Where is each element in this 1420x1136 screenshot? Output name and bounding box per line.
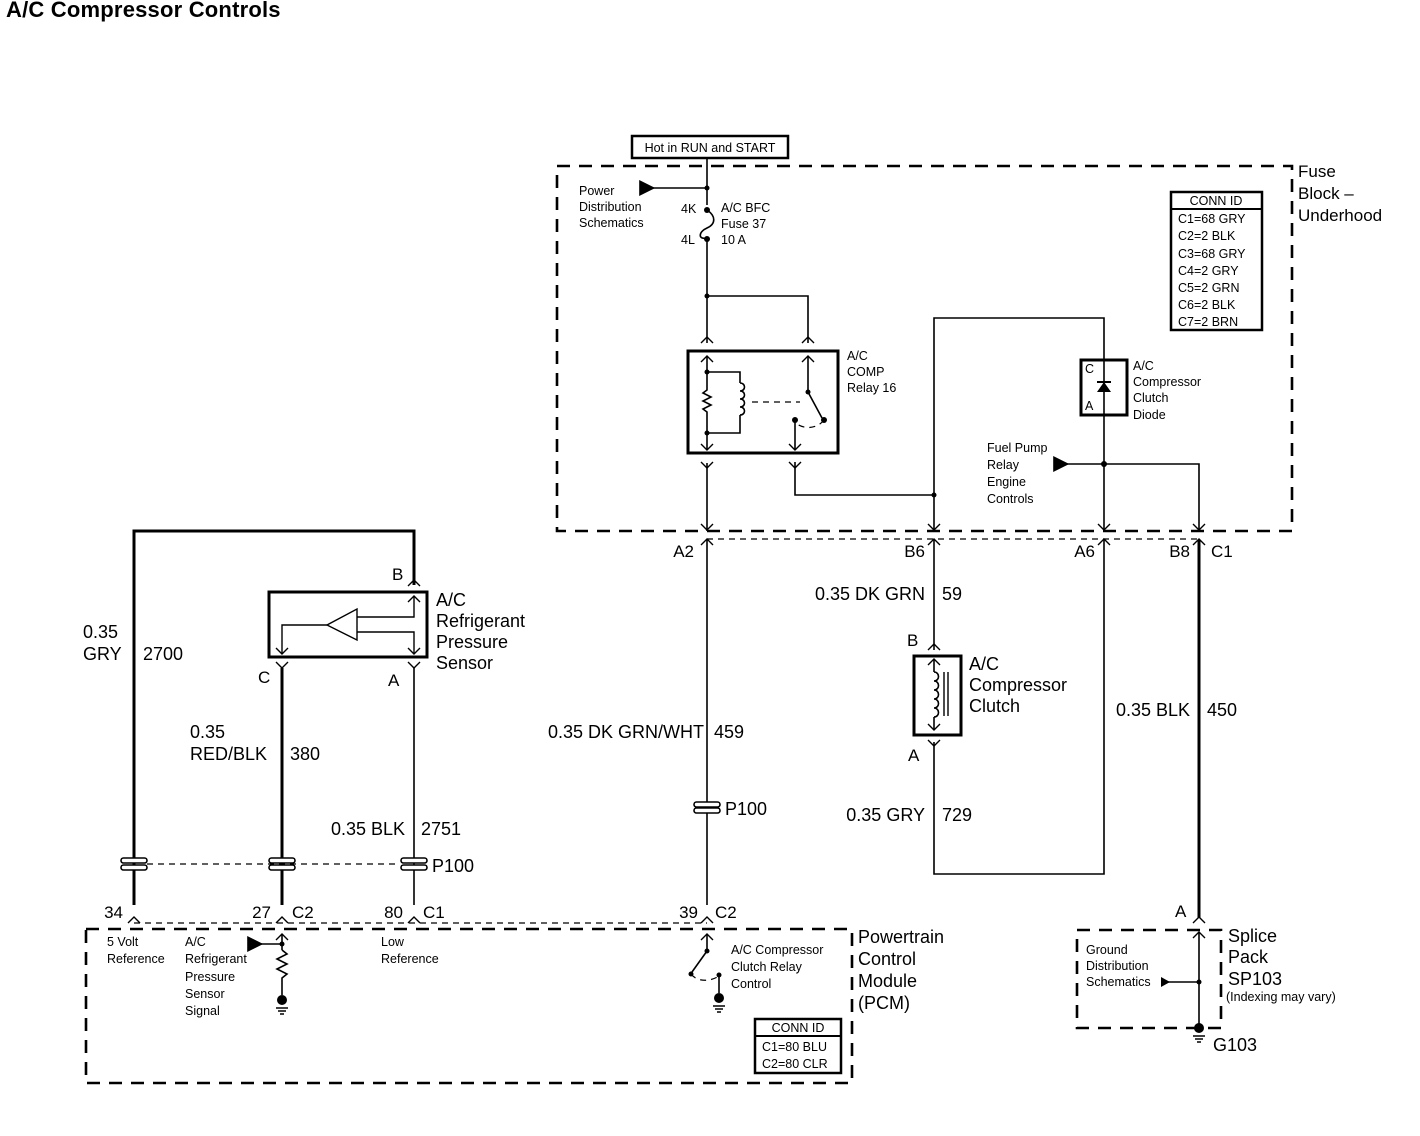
svg-text:A/C Compressor: A/C Compressor Clutch Diode <box>1133 359 1205 422</box>
ac-refrigerant-pressure-sensor: B C A A/C Refrigerant Pressure Sensor <box>258 565 530 690</box>
svg-text:4K: 4K <box>681 202 697 216</box>
ground-distribution-label[interactable]: Ground Distribution Schematics <box>1086 943 1152 989</box>
svg-text:729: 729 <box>942 805 972 825</box>
wire-380: 0.35 RED/BLK 380 <box>190 668 320 905</box>
svg-text:C5=2 GRN: C5=2 GRN <box>1178 281 1239 295</box>
fuse-block-name: Fuse Block – Underhood <box>1298 162 1382 225</box>
svg-text:0.35 DK GRN: 0.35 DK GRN <box>815 584 925 604</box>
low-reference-label: Low Reference <box>381 935 439 966</box>
svg-text:39: 39 <box>679 903 698 922</box>
relay-label: A/C COMP Relay 16 <box>847 349 896 395</box>
supply-label: Hot in RUN and START <box>630 134 790 160</box>
pin-a6: A6 <box>1074 542 1095 561</box>
svg-text:C2: C2 <box>292 903 314 922</box>
svg-text:0.35 RED/BLK: 0.35 RED/BLK <box>190 722 267 764</box>
wire-729: 0.35 GRY 729 <box>846 540 1105 875</box>
ac-comp-relay-16: A/C COMP Relay 16 <box>686 336 896 469</box>
ground-g103: G103 <box>1213 1035 1257 1055</box>
svg-text:C2: C2 <box>715 903 737 922</box>
svg-text:A: A <box>1085 399 1094 413</box>
wire-59: 0.35 DK GRN 59 <box>815 540 962 650</box>
splice-pack-sp103: A Ground Distribution Schematics Splice … <box>1075 902 1336 1055</box>
svg-text:34: 34 <box>104 903 123 922</box>
svg-text:27: 27 <box>252 903 271 922</box>
fuel-pump-relay-label[interactable]: Fuel Pump Relay Engine Controls <box>987 441 1051 506</box>
svg-text:0.35 DK GRN/WHT: 0.35 DK GRN/WHT <box>548 722 704 742</box>
svg-text:A: A <box>388 671 400 690</box>
fuse-37: 4K 4L A/C BFC Fuse 37 10 A <box>681 201 774 247</box>
five-volt-reference-label: 5 Volt Reference <box>107 935 165 966</box>
diagram-title: A/C Compressor Controls <box>6 0 281 22</box>
svg-text:A/C Compressor Clu: A/C Compressor Clutch <box>969 654 1072 716</box>
svg-text:459: 459 <box>714 722 744 742</box>
svg-text:A/C BFC Fuse 37: A/C BFC Fuse 37 10 A <box>721 201 774 247</box>
svg-text:Powertrain Control: Powertrain Control Module (PCM) <box>858 927 949 1013</box>
svg-text:CONN ID: CONN ID <box>772 1021 825 1035</box>
svg-text:2751: 2751 <box>421 819 461 839</box>
svg-text:A: A <box>1175 902 1187 921</box>
svg-text:0.35 GRY: 0.35 GRY <box>83 622 123 664</box>
svg-text:(Indexing may vary): (Indexing may vary) <box>1226 990 1336 1004</box>
pin-a2: A2 <box>673 542 694 561</box>
svg-text:C2=2 BLK: C2=2 BLK <box>1178 229 1236 243</box>
svg-text:C7=2 BRN: C7=2 BRN <box>1178 315 1238 329</box>
svg-text:P100: P100 <box>725 799 767 819</box>
wire-450: 0.35 BLK 450 <box>1116 540 1237 918</box>
relay-control-label: A/C Compressor Clutch Relay Control <box>731 943 827 991</box>
svg-text:Splice Pack SP103: Splice Pack SP103 <box>1228 926 1282 989</box>
svg-text:C1=68 GRY: C1=68 GRY <box>1178 212 1246 226</box>
svg-text:0.35 GRY: 0.35 GRY <box>846 805 925 825</box>
fuse-block-conn-id-table: CONN ID C1=68 GRY C2=2 BLK C3=68 GRY C4=… <box>1169 190 1264 332</box>
svg-text:B: B <box>907 631 918 650</box>
pcm: 34 27 C2 80 C1 39 C2 Powertrain Control … <box>84 903 949 1085</box>
svg-text:CONN ID: CONN ID <box>1190 194 1243 208</box>
svg-text:0.35 BLK: 0.35 BLK <box>331 819 405 839</box>
svg-text:80: 80 <box>384 903 403 922</box>
svg-text:380: 380 <box>290 744 320 764</box>
svg-text:4L: 4L <box>681 233 695 247</box>
p100-inline-connectors: P100 <box>120 856 474 876</box>
pcm-conn-id-table: CONN ID C1=80 BLU C2=80 CLR <box>753 1017 843 1075</box>
svg-text:C4=2 GRY: C4=2 GRY <box>1178 264 1239 278</box>
sensor-signal-label: A/C Refrigerant Pressure Sensor Signal <box>185 935 250 1018</box>
svg-text:C1=80 BLU: C1=80 BLU <box>762 1040 827 1054</box>
svg-text:450: 450 <box>1207 700 1237 720</box>
ac-compressor-clutch-diode: C A A/C Compressor Clutch Diode <box>1079 358 1205 531</box>
svg-text:C1: C1 <box>423 903 445 922</box>
svg-text:C2=80 CLR: C2=80 CLR <box>762 1057 828 1071</box>
wire-2700: 0.35 GRY 2700 <box>83 529 416 905</box>
svg-text:C3=68 GRY: C3=68 GRY <box>1178 247 1246 261</box>
supply-label-text: Hot in RUN and START <box>645 141 776 155</box>
pin-b6: B6 <box>904 542 925 561</box>
svg-text:P100: P100 <box>432 856 474 876</box>
pin-c1: C1 <box>1211 542 1233 561</box>
p100-connector <box>693 801 721 814</box>
power-distribution-label[interactable]: Power Distribution Schematics <box>579 184 645 230</box>
fuse-block: Hot in RUN and START Fuse Block – Underh… <box>555 134 1382 561</box>
pcm-boundary <box>84 927 854 1085</box>
svg-text:A/C Refrigerant Pr: A/C Refrigerant Pressure Sensor <box>436 590 530 673</box>
svg-text:C: C <box>258 668 270 687</box>
svg-text:59: 59 <box>942 584 962 604</box>
ac-compressor-clutch: B A A/C Compressor Clutch <box>907 631 1072 765</box>
pin-b8: B8 <box>1169 542 1190 561</box>
svg-text:B: B <box>392 565 403 584</box>
wire-459: 0.35 DK GRN/WHT 459 P100 <box>548 540 767 905</box>
svg-text:C: C <box>1085 362 1094 376</box>
svg-text:C6=2 BLK: C6=2 BLK <box>1178 298 1236 312</box>
svg-text:2700: 2700 <box>143 644 183 664</box>
svg-text:A: A <box>908 746 920 765</box>
svg-text:0.35 BLK: 0.35 BLK <box>1116 700 1190 720</box>
